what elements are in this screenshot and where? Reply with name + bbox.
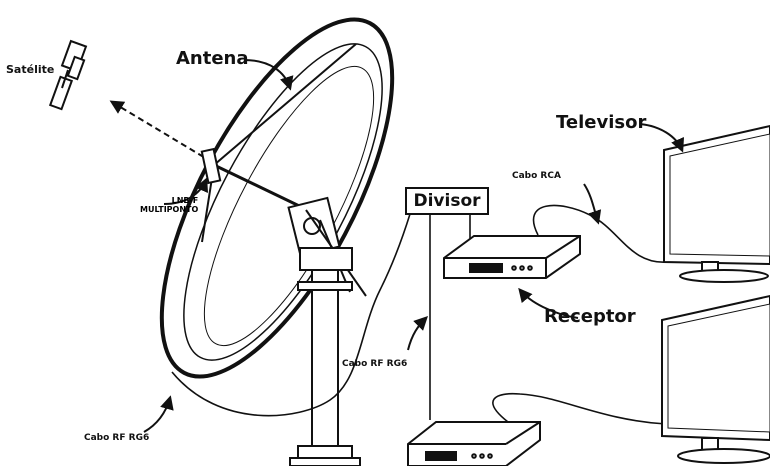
tv-upper-icon <box>663 124 770 283</box>
label-tv: Televisor <box>556 112 647 133</box>
label-rf-cable-left: Cabo RF RG6 <box>84 433 150 443</box>
label-lnbf-line2: MULTIPONTO <box>140 205 199 214</box>
label-splitter: Divisor <box>405 187 489 215</box>
label-rca-cable: Cabo RCA <box>512 171 561 181</box>
label-rf-cable-mid: Cabo RF RG6 <box>342 359 408 369</box>
label-lnbf: LNB-F MULTIPONTO <box>140 196 198 214</box>
receiver-lower-icon <box>407 421 541 466</box>
label-lnbf-line1: LNB-F <box>171 196 199 205</box>
label-antenna: Antena <box>176 48 249 69</box>
signal-path <box>109 100 213 163</box>
satellite-icon <box>48 39 88 111</box>
tv-lower-icon <box>661 294 770 464</box>
callout-arrows <box>143 59 685 433</box>
mount-pole <box>287 196 367 466</box>
label-receiver: Receptor <box>544 306 636 327</box>
receiver-upper-icon <box>443 235 581 279</box>
label-satellite: Satélite <box>6 63 55 76</box>
lnbf-icon <box>200 147 222 185</box>
